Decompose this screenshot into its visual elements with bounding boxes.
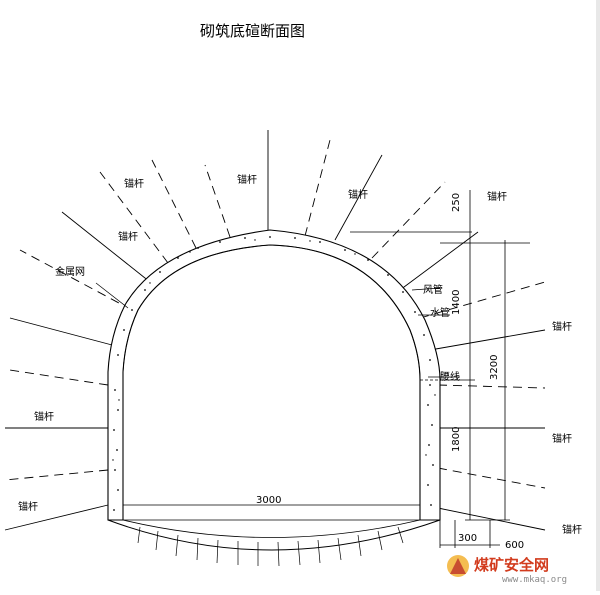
dim-1800: 1800	[451, 427, 462, 452]
diagram-title: 砌筑底碹断面图	[200, 22, 305, 40]
label-anchor-left-mid: 锚杆	[34, 411, 54, 423]
label-anchor-right-low: 锚杆	[552, 433, 572, 445]
watermark: 煤矿安全网 www.mkaq.org	[447, 555, 567, 585]
dim-300: 300	[458, 533, 477, 544]
label-wind-pipe: 风管	[423, 283, 443, 296]
label-anchor-top-left: 锚杆	[124, 178, 144, 190]
dim-600: 600	[505, 540, 524, 551]
dim-250: 250	[451, 193, 462, 212]
watermark-text: 煤矿安全网	[474, 556, 549, 574]
leader-lines	[95, 282, 460, 378]
tunnel-lining	[107, 229, 441, 521]
label-anchor-right-top: 锚杆	[487, 191, 507, 203]
dim-1400: 1400	[451, 290, 462, 315]
inner-profile	[122, 244, 421, 520]
label-waist-line: 腰线	[440, 370, 460, 383]
dim-3000: 3000	[256, 495, 281, 506]
label-anchor-top: 锚杆	[237, 174, 257, 186]
label-anchor-left-upper: 锚杆	[118, 231, 138, 243]
watermark-logo-icon	[447, 555, 469, 577]
label-anchor-right-mid: 锚杆	[552, 321, 572, 333]
label-anchor-right-bottom: 锚杆	[562, 524, 582, 536]
label-anchor-top-right: 锚杆	[348, 189, 368, 201]
watermark-url: www.mkaq.org	[502, 575, 567, 585]
dimension-lines	[123, 190, 530, 548]
inverted-arch	[107, 519, 441, 567]
label-anchor-left-bottom: 锚杆	[18, 501, 38, 513]
label-water-pipe: 水管	[430, 306, 450, 319]
label-metal-mesh: 金属网	[55, 265, 85, 278]
right-edge-border	[596, 0, 600, 591]
anchor-rays	[4, 130, 546, 531]
dim-3200: 3200	[489, 355, 500, 380]
